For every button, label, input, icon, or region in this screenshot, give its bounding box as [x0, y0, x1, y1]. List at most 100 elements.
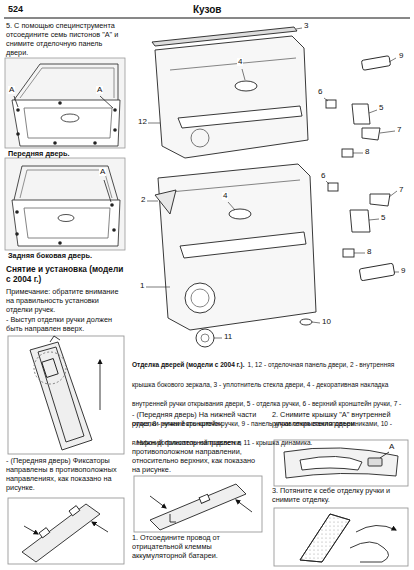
- rear-door-figure-part: [15, 203, 116, 245]
- rear-door-figure-part-part: [110, 203, 114, 207]
- callout-number: 5: [380, 214, 386, 222]
- door-trim-exploded-view-part: [328, 183, 338, 191]
- door-trim-exploded-view-part: [201, 334, 209, 342]
- handle-cover-figure-part: [368, 458, 382, 466]
- handle-trim-figure-part: [42, 359, 58, 378]
- front-door-figure-part-part: [16, 132, 20, 136]
- leader-lines-part: [312, 322, 320, 323]
- callout-number: 12: [137, 118, 148, 126]
- callout-number: 1: [139, 282, 145, 290]
- leader-lines-part: [354, 253, 365, 254]
- door-trim-exploded-view-part: [170, 58, 296, 70]
- front-door-figure-part: [5, 58, 125, 148]
- handle-cover-figure-part: [300, 456, 362, 470]
- pull-trim-figure-part: [300, 514, 350, 562]
- caption-heading: Отделка дверей (модели с 2004 г.).: [132, 361, 245, 368]
- door-trim-exploded-view-part: [343, 249, 354, 257]
- callout-number: 6: [317, 88, 323, 96]
- callout-number: 7: [396, 126, 402, 134]
- door-trim-exploded-view-part: [229, 209, 251, 219]
- leader-lines: [146, 28, 399, 338]
- door-trim-exploded-view: [152, 27, 395, 347]
- page-number: 524: [8, 4, 23, 15]
- clip-direction-figure-part: [22, 504, 100, 562]
- callout-number: 7: [398, 186, 404, 194]
- handle-trim-figure-part: [30, 342, 92, 450]
- callout-number: 9: [400, 267, 406, 275]
- door-trim-exploded-view-part: [342, 149, 353, 157]
- hook-figure-part: [170, 514, 176, 522]
- callout-number: 4: [222, 192, 228, 200]
- callout-number: 9: [398, 52, 404, 60]
- callout-number: 11: [223, 333, 233, 341]
- hook-figure-part: [150, 484, 246, 530]
- hook-figure: [134, 476, 262, 532]
- figure-caption: Передняя дверь.: [8, 150, 69, 159]
- note-text: Примечание: обратите внимание на правиль…: [6, 288, 126, 315]
- leader-lines-part: [394, 272, 399, 273]
- rear-door-figure-part-part: [58, 241, 62, 245]
- rear-door-figure-part-part: [15, 210, 19, 214]
- leader-lines-part: [326, 181, 329, 184]
- door-trim-exploded-view-part: [158, 164, 316, 330]
- callout-number: 10: [321, 318, 332, 326]
- door-trim-exploded-view-part: [185, 283, 215, 313]
- callout-number: 2: [140, 196, 146, 204]
- front-door-figure-part-part: [58, 101, 62, 105]
- front-door-figure: [5, 58, 125, 148]
- callout-letter: A: [8, 86, 15, 94]
- rear-door-figure-part-part: [15, 232, 19, 236]
- callout-number: 6: [320, 172, 326, 180]
- door-trim-exploded-view-part: [191, 289, 209, 307]
- pull-trim-figure-part: [350, 542, 389, 562]
- handle-trim-figure-part: [50, 336, 60, 342]
- door-trim-exploded-view-part: [235, 81, 257, 91]
- rear-door-figure-part: [5, 158, 125, 250]
- door-trim-exploded-view-part: [370, 194, 390, 206]
- leader-lines-part: [296, 28, 302, 29]
- clip-direction-figure-part: [39, 528, 50, 538]
- hook-figure-part: [134, 476, 262, 532]
- caption-text: 1, 12 - отделочная панель двери, 2 - вну…: [132, 361, 401, 446]
- front-door-figure-part: [14, 64, 118, 100]
- leader-lines-part: [380, 131, 395, 133]
- note-text: - Выступ отделки ручки должен быть напра…: [6, 316, 124, 334]
- leader-lines-part: [324, 98, 328, 101]
- pull-trim-figure-part: [356, 525, 396, 532]
- handle-trim-figure: [8, 336, 124, 454]
- leader-lines-part: [242, 69, 245, 80]
- door-trim-exploded-view-part: [191, 129, 209, 147]
- front-door-figure-part-part: [113, 128, 117, 132]
- callout-letter: A: [99, 168, 106, 176]
- front-door-figure-part: [12, 100, 120, 146]
- front-door-figure-part: [24, 108, 112, 138]
- callout-number: 5: [378, 104, 384, 112]
- front-door-figure-part: [100, 96, 113, 108]
- step-text: 1. Отсоедините провод от отрицательной к…: [132, 534, 264, 561]
- door-trim-exploded-view-part: [326, 100, 336, 108]
- door-trim-exploded-view-part: [180, 232, 306, 258]
- handle-trim-figure-part: [38, 347, 84, 442]
- front-door-figure-part-part: [16, 108, 20, 112]
- rear-door-figure: [5, 158, 125, 250]
- section-heading: Снятие и установка (модели с 2004 г.): [6, 264, 126, 284]
- clip-direction-figure-part: [69, 506, 80, 516]
- leader-lines-part: [389, 191, 397, 197]
- handle-trim-figure-part: [34, 352, 66, 384]
- clip-direction-figure-part: [24, 526, 38, 534]
- pull-trim-figure-part: [300, 514, 350, 562]
- hook-figure-part: [236, 500, 252, 512]
- clip-direction-figure-part: [8, 498, 124, 564]
- door-trim-exploded-view-part: [196, 329, 214, 347]
- callout-number: 8: [366, 248, 372, 256]
- door-trim-exploded-view-part: [300, 319, 312, 325]
- step-text: 3. Потяните к себе отделку ручки и сними…: [272, 487, 408, 505]
- leader-lines-part: [146, 287, 170, 288]
- leader-lines-part: [147, 201, 158, 202]
- handle-cover-figure-part: [274, 440, 408, 486]
- door-trim-exploded-view-part: [155, 190, 176, 214]
- leader-lines-part: [148, 123, 160, 124]
- leader-lines-part: [369, 110, 377, 113]
- leader-lines-part: [353, 153, 363, 154]
